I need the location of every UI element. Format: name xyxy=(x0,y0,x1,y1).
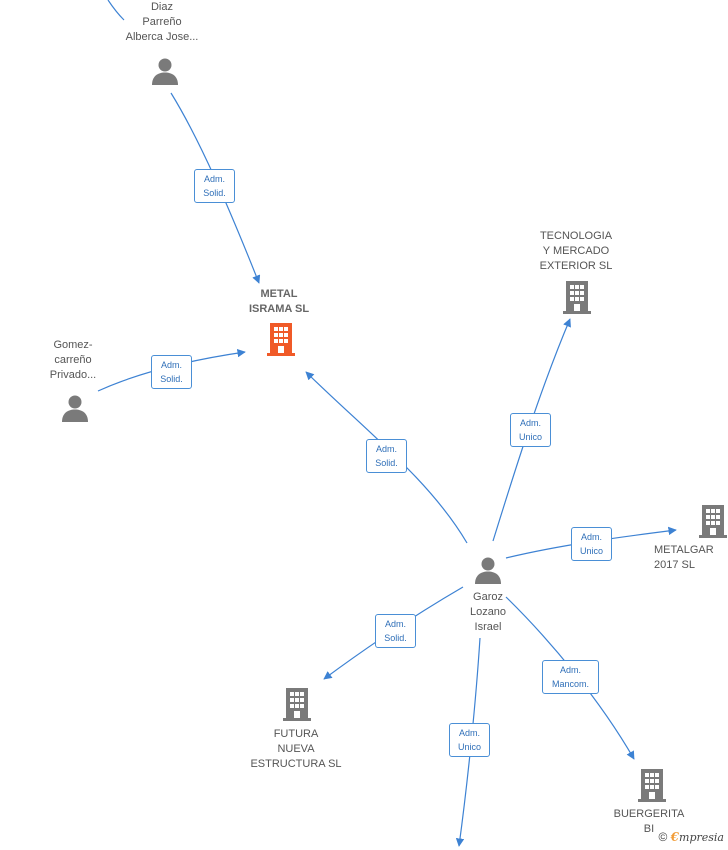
node-label-buergerita: BUERGERITA BI xyxy=(613,808,685,835)
empresia-wordmark: mpresia xyxy=(679,831,724,844)
edge-label-garoz-buergerita[interactable]: Adm. Mancom. xyxy=(542,660,599,694)
node-label-gomez: Gomez- carreño Privado... xyxy=(49,339,97,381)
edge-label-gomez-metal[interactable]: Adm. Solid. xyxy=(151,355,192,389)
edge-label-garoz-tecnologia[interactable]: Adm. Unico xyxy=(510,413,551,447)
building-icon xyxy=(638,769,666,802)
copyright-symbol: © xyxy=(658,830,668,844)
person-icon xyxy=(475,557,501,584)
building-icon xyxy=(267,323,295,356)
edge-label-diaz-metal[interactable]: Adm. Solid. xyxy=(194,169,235,203)
edge-label-garoz-metal[interactable]: Adm. Solid. xyxy=(366,439,407,473)
empresia-logo-icon: € xyxy=(670,830,680,844)
node-label-futura: FUTURA NUEVA ESTRUCTURA SL xyxy=(250,728,342,770)
building-icon xyxy=(283,688,311,721)
building-icon xyxy=(699,505,727,538)
person-icon xyxy=(62,395,88,422)
edge-label-garoz-metalgar[interactable]: Adm. Unico xyxy=(571,527,612,561)
building-icon xyxy=(563,281,591,314)
edge-label-garoz-offscreen[interactable]: Adm. Unico xyxy=(449,723,490,757)
edges-layer xyxy=(97,0,677,847)
node-label-metalgar: METALGAR 2017 SL xyxy=(654,544,714,571)
node-label-tecnologia: TECNOLOGIA Y MERCADO EXTERIOR SL xyxy=(539,230,613,272)
node-label-garoz: Garoz Lozano Israel xyxy=(469,591,507,633)
edge-label-garoz-futura[interactable]: Adm. Solid. xyxy=(375,614,416,648)
empresia-brand[interactable]: © €mpresia xyxy=(656,828,728,846)
person-icon xyxy=(152,58,178,85)
node-label-diaz: Diaz Parreño Alberca Jose... xyxy=(125,1,199,43)
node-label-metal: METAL ISRAMA SL xyxy=(248,288,310,315)
